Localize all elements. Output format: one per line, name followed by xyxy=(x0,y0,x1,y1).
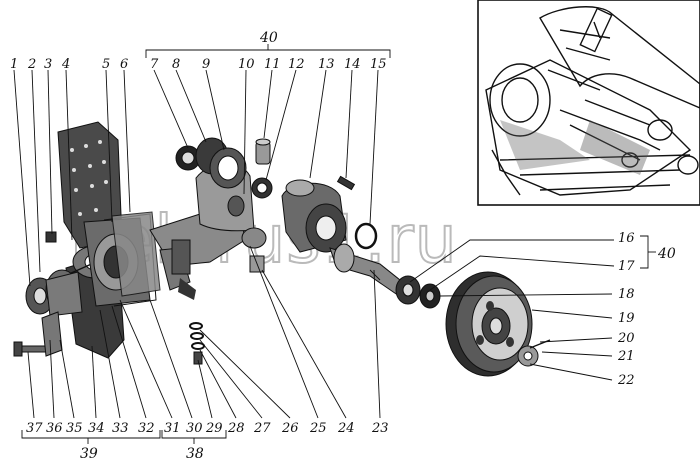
bearing-housing xyxy=(281,179,347,253)
part-number: 15 xyxy=(370,57,387,72)
part-number: 23 xyxy=(371,421,389,436)
bearing-cups xyxy=(175,137,247,189)
part-number: 7 xyxy=(150,57,159,72)
part-number: 26 xyxy=(281,421,299,436)
part-number: 29 xyxy=(205,421,223,436)
bottom-bolts xyxy=(13,231,63,357)
part-number: 22 xyxy=(617,373,635,388)
part-number: 8 xyxy=(172,57,180,72)
part-number: 11 xyxy=(264,57,281,72)
part-number: 36 xyxy=(46,421,63,436)
group-label-top: 40 xyxy=(259,30,278,46)
ring xyxy=(251,177,273,199)
pin xyxy=(336,175,356,191)
seal xyxy=(354,222,378,250)
part-number: 24 xyxy=(337,421,355,436)
part-number: 28 xyxy=(227,421,245,436)
part-number: 12 xyxy=(288,57,305,72)
leader-lines xyxy=(13,69,615,419)
part-number: 27 xyxy=(253,421,271,436)
mounting-plate xyxy=(57,121,123,249)
part-number-labels: 1 2 3 4 5 6 7 8 9 10 11 12 13 14 15 16 1… xyxy=(10,57,635,436)
part-number: 32 xyxy=(138,421,155,436)
part-number: 9 xyxy=(202,57,210,72)
bushing xyxy=(255,138,271,165)
part-number: 25 xyxy=(309,421,327,436)
part-number: 6 xyxy=(120,57,128,72)
gasket xyxy=(111,211,161,297)
shaft-bearings xyxy=(395,275,441,309)
group-brackets xyxy=(21,44,656,444)
part-number: 21 xyxy=(617,349,635,364)
part-number: 10 xyxy=(238,57,255,72)
part-number: 35 xyxy=(66,421,83,436)
gear-coupling xyxy=(25,269,83,317)
part-number: 13 xyxy=(318,57,335,72)
part-number: 3 xyxy=(44,57,52,72)
inset-illustration xyxy=(477,0,700,206)
part-number: 19 xyxy=(618,311,635,326)
part-number: 33 xyxy=(112,421,129,436)
part-number: 37 xyxy=(26,421,43,436)
part-number: 4 xyxy=(61,57,70,72)
part-number: 5 xyxy=(102,57,110,72)
part-number: 16 xyxy=(618,231,635,246)
group-label-39: 39 xyxy=(80,446,98,462)
part-number: 2 xyxy=(27,57,36,72)
part-number: 20 xyxy=(617,331,635,346)
part-number: 30 xyxy=(186,421,203,436)
part-number: 31 xyxy=(164,421,181,436)
group-label-right: 40 xyxy=(657,246,676,262)
pulley xyxy=(445,271,533,377)
group-label-38: 38 xyxy=(186,446,204,462)
part-number: 34 xyxy=(88,421,105,436)
part-number: 14 xyxy=(344,57,361,72)
part-number: 17 xyxy=(618,259,635,274)
part-number: 18 xyxy=(618,287,635,302)
part-number: 1 xyxy=(10,57,18,72)
